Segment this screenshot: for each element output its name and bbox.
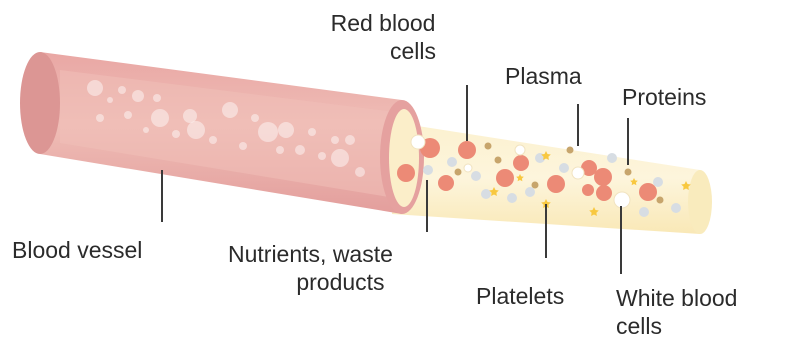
label-red-blood-cells-line-1: Red blood: [330, 9, 436, 37]
red-blood-cell: [458, 141, 476, 159]
vessel-bubble: [143, 127, 149, 133]
nutrient-particle: [423, 165, 433, 175]
vessel-bubble: [187, 121, 205, 139]
label-nutrients-line-2: products: [228, 268, 393, 296]
nutrient-particle: [525, 187, 535, 197]
vessel-bubble: [96, 114, 104, 122]
vessel-bubble: [172, 130, 180, 138]
label-platelets: Platelets: [476, 282, 564, 310]
protein-particle: [532, 182, 539, 189]
nutrient-particle: [507, 193, 517, 203]
red-blood-cell: [438, 175, 454, 191]
nutrient-particle: [671, 203, 681, 213]
vessel-bubble: [151, 109, 169, 127]
red-blood-cell: [639, 183, 657, 201]
vessel-bubble: [87, 80, 103, 96]
label-blood-vessel: Blood vessel: [12, 236, 142, 264]
protein-particle: [657, 197, 664, 204]
vessel-bubble: [276, 146, 284, 154]
label-proteins: Proteins: [622, 83, 706, 111]
vessel-bubble: [118, 86, 126, 94]
protein-particle: [567, 147, 574, 154]
vessel-bubble: [331, 136, 339, 144]
white-blood-cell: [614, 192, 630, 208]
nutrient-particle: [639, 207, 649, 217]
protein-particle: [625, 169, 632, 176]
vessel-bubble: [331, 149, 349, 167]
vessel-bubble: [251, 114, 259, 122]
vessel-bubble: [278, 122, 294, 138]
label-white-blood-cells-line-2: cells: [616, 312, 737, 340]
protein-particle: [455, 169, 462, 176]
label-nutrients-waste-products: Nutrients, waste products: [228, 240, 393, 296]
nutrient-particle: [607, 153, 617, 163]
red-blood-cell: [596, 185, 612, 201]
white-blood-cell: [515, 145, 525, 155]
vessel-bubble: [222, 102, 238, 118]
label-nutrients-line-1: Nutrients, waste: [228, 240, 393, 268]
vessel-bubble: [258, 122, 278, 142]
protein-particle: [485, 143, 492, 150]
nutrient-particle: [559, 163, 569, 173]
vessel-bubble: [124, 111, 132, 119]
vessel-bubble: [107, 97, 113, 103]
red-blood-cell: [513, 155, 529, 171]
label-red-blood-cells-line-2: cells: [330, 37, 436, 65]
vessel-bubble: [209, 136, 217, 144]
nutrient-particle: [447, 157, 457, 167]
vessel-bubble: [239, 142, 247, 150]
nutrient-particle: [653, 177, 663, 187]
red-blood-cell: [547, 175, 565, 193]
nutrient-particle: [471, 171, 481, 181]
label-red-blood-cells: Red blood cells: [330, 9, 436, 65]
red-blood-cell: [582, 184, 594, 196]
protein-particle: [495, 157, 502, 164]
vessel-bubble: [308, 128, 316, 136]
vessel-bubble: [132, 90, 144, 102]
white-blood-cell: [411, 135, 425, 149]
red-blood-cell: [594, 168, 612, 186]
vessel-bubble: [355, 167, 365, 177]
label-white-blood-cells: White blood cells: [616, 284, 737, 340]
vessel-bubble: [153, 94, 161, 102]
white-blood-cell: [572, 167, 584, 179]
vessel-bubble: [295, 145, 305, 155]
blood-vessel: [20, 52, 424, 214]
vessel-bubble: [318, 152, 326, 160]
white-blood-cell: [464, 164, 472, 172]
label-plasma: Plasma: [505, 62, 582, 90]
label-white-blood-cells-line-1: White blood: [616, 284, 737, 312]
vessel-bubble: [183, 109, 197, 123]
red-blood-cell: [496, 169, 514, 187]
vessel-bubble: [345, 135, 355, 145]
red-blood-cell: [397, 164, 415, 182]
